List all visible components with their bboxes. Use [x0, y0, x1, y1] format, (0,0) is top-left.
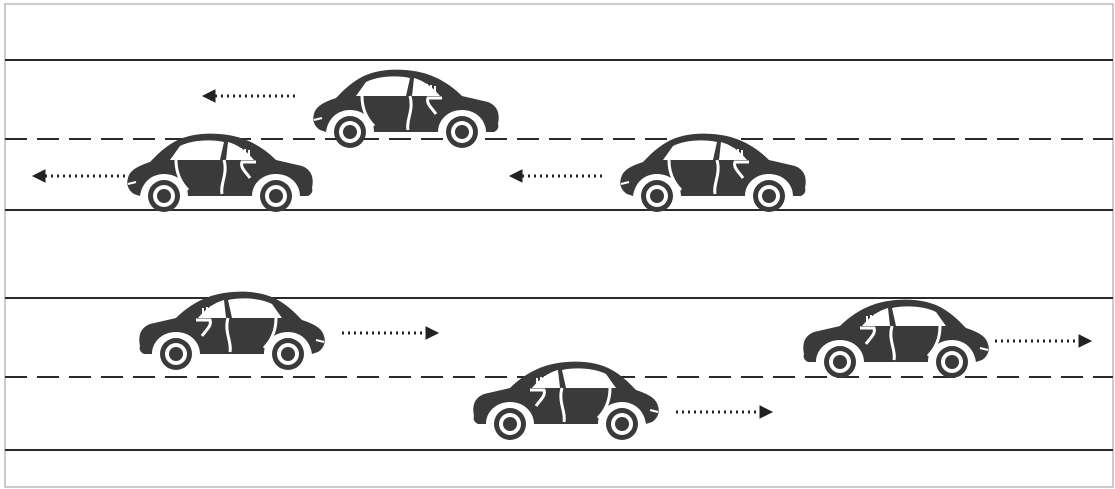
traffic-lanes-diagram — [0, 0, 1115, 489]
